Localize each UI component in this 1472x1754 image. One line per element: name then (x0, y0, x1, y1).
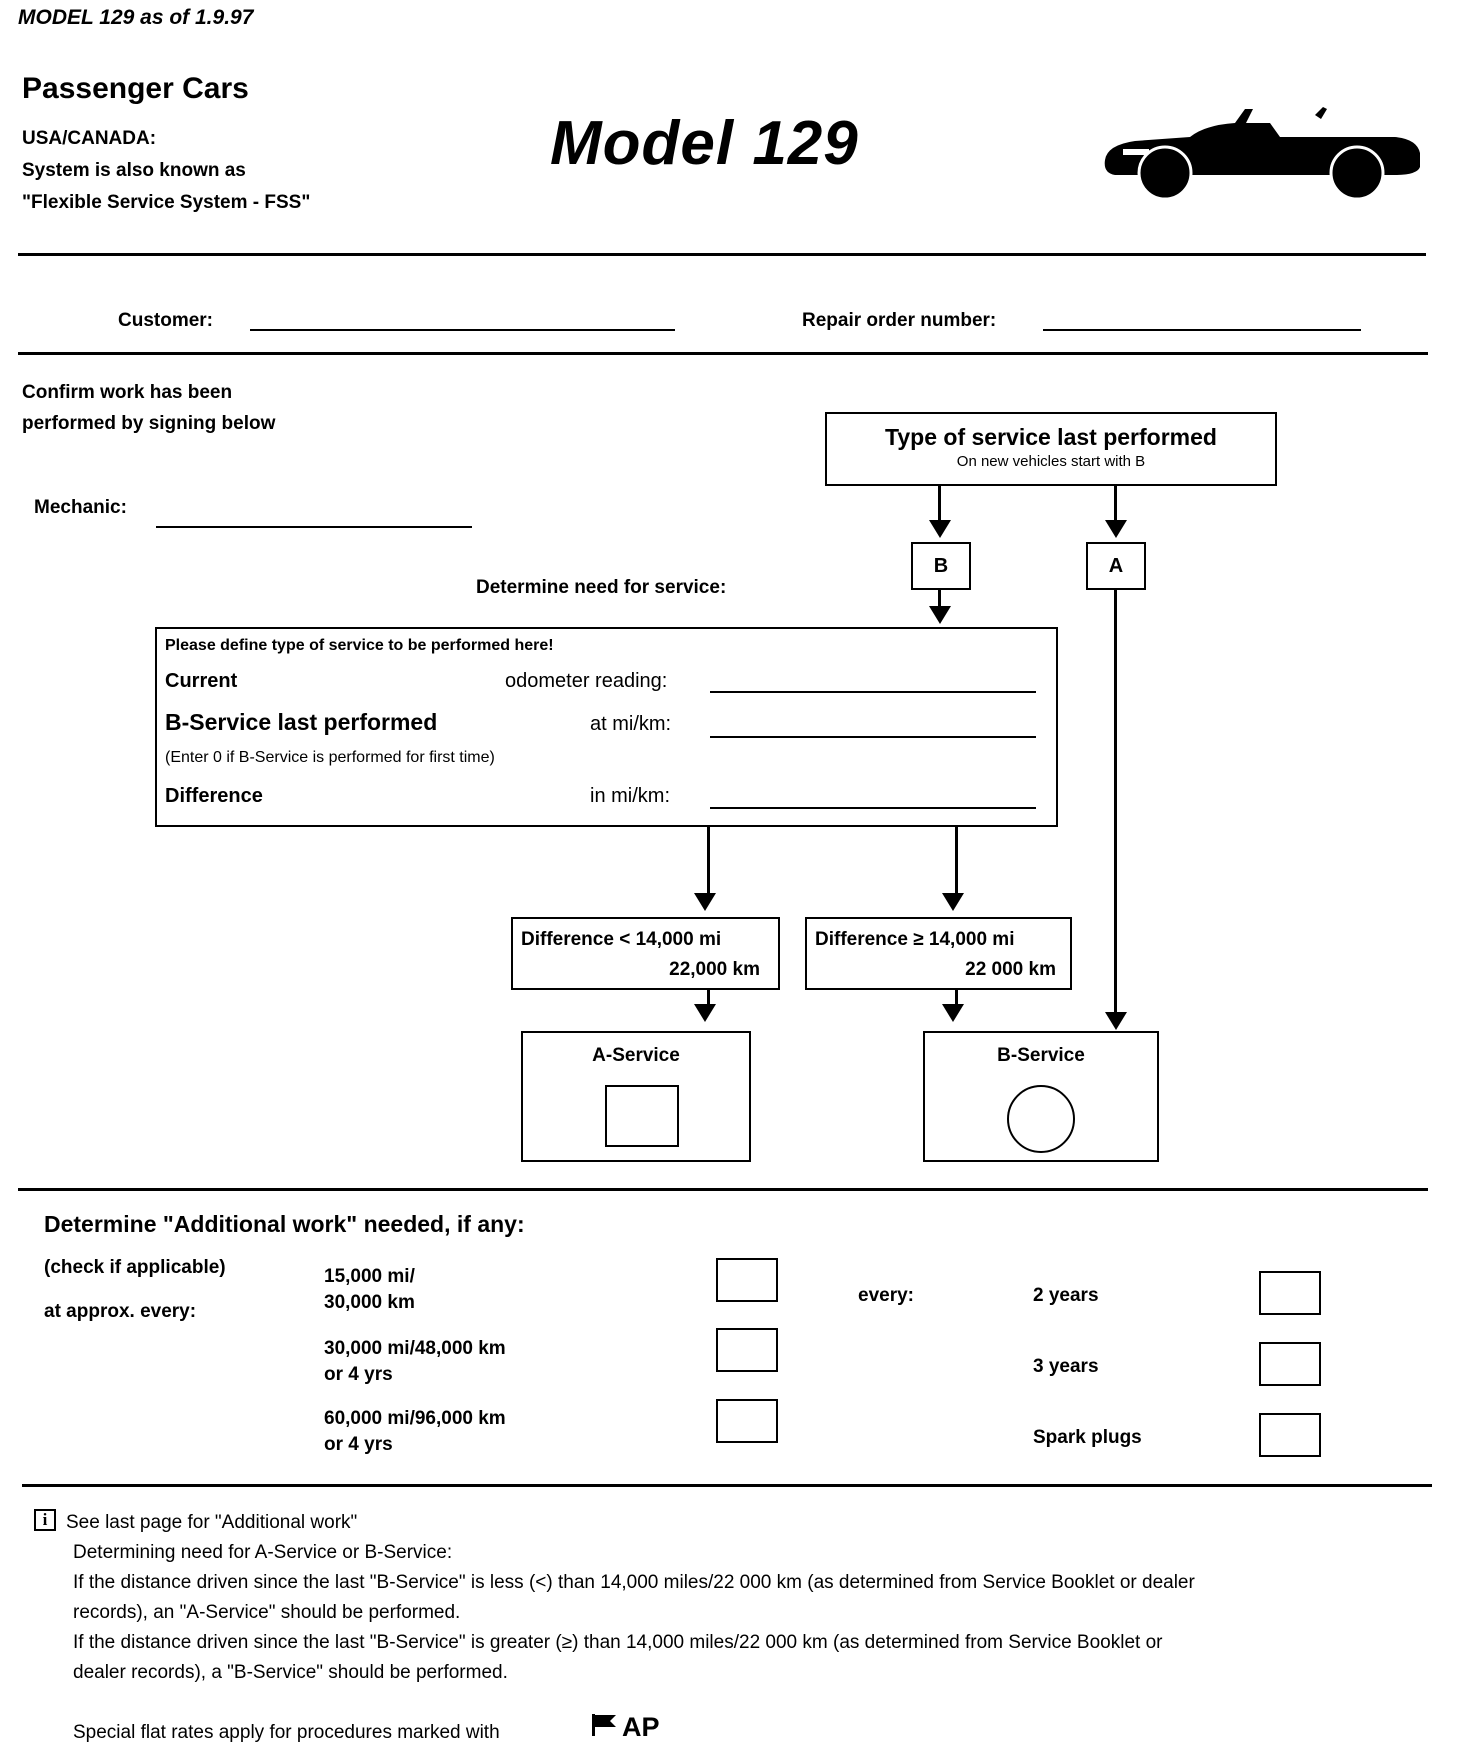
arrow-to-b-line (938, 486, 941, 522)
in-mi-km-label: in mi/km: (590, 785, 670, 807)
customer-divider (18, 352, 1428, 355)
difference-ge-line-1: Difference ≥ 14,000 mi (815, 929, 1015, 950)
arrow-a-to-bservice-head (1105, 1012, 1127, 1030)
confirm-line-1: Confirm work has been (22, 382, 233, 403)
arrow-to-aservice-head (694, 1004, 716, 1022)
a-service-box: A-Service (521, 1031, 751, 1162)
rule-b-line-2: dealer records), a "B-Service" should be… (73, 1662, 508, 1683)
arrow-to-bservice-head (942, 1004, 964, 1022)
b-service-box: B-Service (923, 1031, 1159, 1162)
flow-divider (18, 1188, 1428, 1191)
odometer-field[interactable] (710, 691, 1036, 693)
enter-zero-note: (Enter 0 if B-Service is performed for f… (165, 749, 495, 766)
approx-every-label: at approx. every: (44, 1301, 197, 1322)
arrow-to-diff-less-head (694, 893, 716, 911)
arrow-to-bservice-line (955, 990, 958, 1006)
difference-less-line-1: Difference < 14,000 mi (521, 929, 722, 950)
convertible-car-icon (1095, 105, 1425, 205)
check-if-applicable-label: (check if applicable) (44, 1257, 226, 1278)
rule-a-line-2: records), an "A-Service" should be perfo… (73, 1602, 461, 1623)
item-1-checkbox[interactable] (716, 1258, 778, 1302)
mechanic-signature-field[interactable] (156, 526, 472, 528)
three-years-label: 3 years (1033, 1356, 1099, 1377)
type-of-service-box: Type of service last performed On new ve… (825, 412, 1277, 486)
repair-order-field[interactable] (1043, 329, 1361, 331)
arrow-to-diff-ge-head (942, 893, 964, 911)
arrow-b-to-define-line (938, 590, 941, 608)
item-3-line-2: or 4 yrs (324, 1434, 393, 1455)
b-service-circle-checkbox[interactable] (1007, 1085, 1075, 1153)
every-label: every: (858, 1285, 914, 1306)
item-2-line-1: 30,000 mi/48,000 km (324, 1338, 506, 1359)
a-branch-box: A (1086, 542, 1146, 590)
region-label: USA/CANADA: (22, 128, 157, 149)
b-service-mileage-field[interactable] (710, 736, 1036, 738)
aka-line-2: "Flexible Service System - FSS" (22, 192, 311, 213)
arrow-to-diff-less-line (707, 827, 710, 897)
info-icon: i (34, 1509, 56, 1531)
two-years-label: 2 years (1033, 1285, 1099, 1306)
b-service-last-label: B-Service last performed (165, 709, 438, 735)
spark-plugs-checkbox[interactable] (1259, 1413, 1321, 1457)
flat-rate-note: Special flat rates apply for procedures … (73, 1722, 500, 1743)
arrow-to-aservice-line (707, 990, 710, 1006)
arrow-to-a-head (1105, 520, 1127, 538)
header-divider (18, 253, 1426, 256)
a-service-square-checkbox[interactable] (605, 1085, 679, 1147)
odometer-label: odometer reading: (505, 670, 668, 692)
difference-ge-line-2: 22 000 km (965, 959, 1056, 980)
determining-note: Determining need for A-Service or B-Serv… (73, 1542, 453, 1563)
type-of-service-subtitle: On new vehicles start with B (956, 453, 1146, 470)
two-years-checkbox[interactable] (1259, 1271, 1321, 1315)
difference-less-box: Difference < 14,000 mi 22,000 km (511, 917, 780, 990)
repair-order-label: Repair order number: (802, 310, 997, 331)
additional-work-title: Determine "Additional work" needed, if a… (44, 1211, 525, 1237)
at-mi-km-label: at mi/km: (590, 713, 672, 735)
arrow-a-to-bservice-line (1114, 590, 1117, 1016)
difference-less-line-2: 22,000 km (669, 959, 760, 980)
mechanic-label: Mechanic: (34, 497, 127, 518)
arrow-to-a-line (1114, 486, 1117, 522)
three-years-checkbox[interactable] (1259, 1342, 1321, 1386)
flat-rate-flag-icon (590, 1712, 620, 1743)
confirm-line-2: performed by signing below (22, 413, 276, 434)
a-service-label: A-Service (592, 1045, 680, 1066)
difference-ge-box: Difference ≥ 14,000 mi 22 000 km (805, 917, 1072, 990)
ap-mark: AP (622, 1712, 660, 1742)
rule-b-line-1: If the distance driven since the last "B… (73, 1632, 1163, 1653)
model-title: Model 129 (550, 109, 859, 178)
item-2-line-2: or 4 yrs (324, 1364, 393, 1385)
item-2-checkbox[interactable] (716, 1328, 778, 1372)
aka-line-1: System is also known as (22, 160, 246, 181)
arrow-b-to-define-head (929, 606, 951, 624)
item-1-line-1: 15,000 mi/ (324, 1266, 415, 1287)
additional-divider (22, 1484, 1432, 1487)
rule-a-line-1: If the distance driven since the last "B… (73, 1572, 1195, 1593)
define-service-box: Please define type of service to be perf… (155, 627, 1058, 827)
arrow-to-diff-ge-line (955, 827, 958, 897)
category-title: Passenger Cars (22, 72, 249, 105)
document-id: MODEL 129 as of 1.9.97 (18, 6, 254, 29)
b-service-label: B-Service (997, 1045, 1085, 1066)
item-3-checkbox[interactable] (716, 1399, 778, 1443)
spark-plugs-label: Spark plugs (1033, 1427, 1142, 1448)
see-last-page-note: See last page for "Additional work" (66, 1512, 358, 1533)
type-of-service-title: Type of service last performed (885, 424, 1217, 450)
customer-field[interactable] (250, 329, 675, 331)
difference-label: Difference (165, 785, 263, 807)
determine-need-label: Determine need for service: (476, 577, 727, 598)
b-branch-box: B (911, 542, 971, 590)
customer-label: Customer: (118, 310, 214, 331)
define-title: Please define type of service to be perf… (165, 637, 554, 654)
difference-field[interactable] (710, 807, 1036, 809)
item-3-line-1: 60,000 mi/96,000 km (324, 1408, 506, 1429)
arrow-to-b-head (929, 520, 951, 538)
item-1-line-2: 30,000 km (324, 1292, 415, 1313)
current-label: Current (165, 670, 238, 692)
